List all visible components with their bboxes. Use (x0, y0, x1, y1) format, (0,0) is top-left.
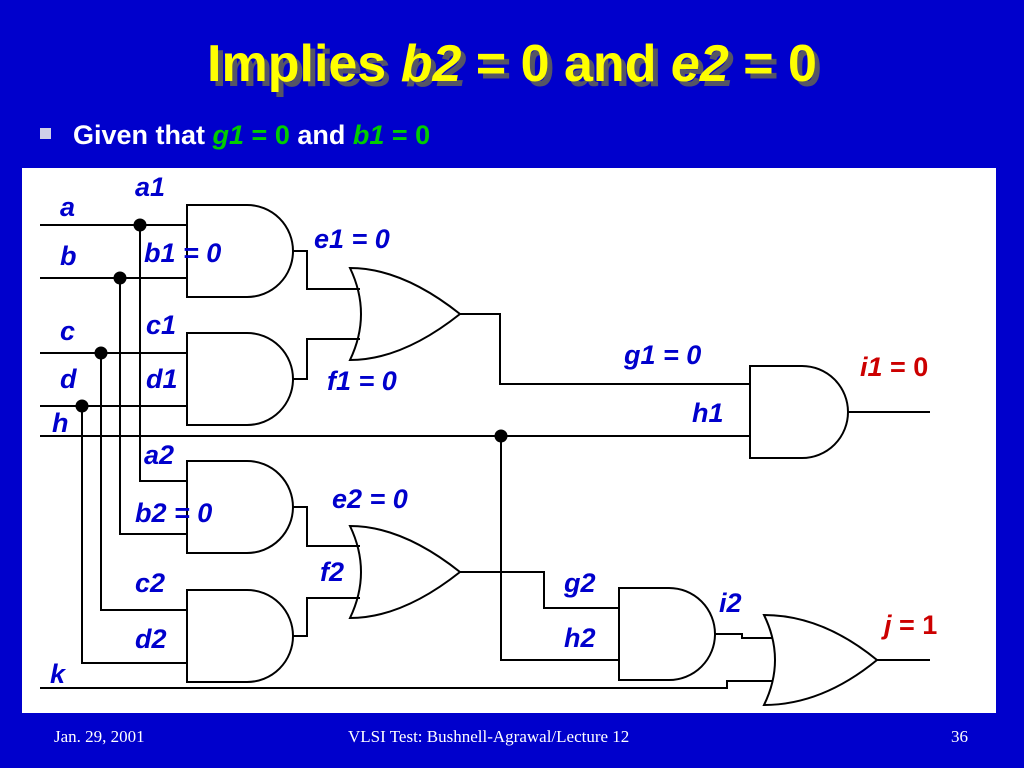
bullet-square-icon (40, 128, 51, 139)
and-gate-6 (618, 587, 716, 681)
g1-label: g1 = 0 (624, 340, 702, 370)
and-gate-g (749, 365, 849, 459)
input-d-label: d (60, 364, 77, 394)
or-gate-2 (348, 524, 462, 620)
g2-label: g2 (564, 568, 596, 598)
junction-dot (133, 218, 147, 232)
input-h-label: h (52, 408, 69, 438)
a2-label: a2 (144, 440, 175, 470)
circuit-schematic (40, 204, 930, 707)
i1-output-label: i1 = 0 (860, 352, 929, 382)
and-gate-1 (186, 204, 294, 298)
b1-label: b1 = 0 (144, 238, 222, 268)
d1-label: d1 (146, 364, 178, 394)
footer-date: Jan. 29, 2001 (54, 727, 145, 746)
junction-dot (94, 346, 108, 360)
f2-label: f2 (320, 557, 345, 587)
e2-label: e2 = 0 (332, 484, 408, 514)
or-gate-final (762, 613, 879, 707)
h2-label: h2 (564, 623, 596, 653)
slide-title: Implies b2 = 0 and e2 = 0 (207, 35, 817, 93)
and-gate-3 (186, 460, 294, 554)
e1-label: e1 = 0 (314, 224, 390, 254)
given-statement: Given that g1 = 0 and b1 = 0 (40, 120, 430, 151)
d2-label: d2 (135, 624, 167, 654)
and-gate-4 (186, 589, 294, 683)
footer-page-number: 36 (951, 727, 968, 746)
junction-dot (75, 399, 89, 413)
input-a-label: a (60, 192, 76, 222)
a1-label: a1 (135, 172, 166, 202)
input-k-label: k (50, 659, 66, 689)
input-b-label: b (60, 241, 77, 271)
junction-dot (494, 429, 508, 443)
and-gate-2 (186, 332, 294, 426)
input-c-label: c (60, 316, 76, 346)
f1-label: f1 = 0 (327, 366, 397, 396)
b2-label: b2 = 0 (135, 498, 213, 528)
j-output-label: j = 1 (884, 610, 938, 640)
footer-course: VLSI Test: Bushnell-Agrawal/Lecture 12 (348, 727, 630, 746)
i2-label: i2 (719, 588, 742, 618)
c2-label: c2 (135, 568, 166, 598)
h1-label: h1 (692, 398, 724, 428)
c1-label: c1 (146, 310, 177, 340)
junction-dot (113, 271, 127, 285)
or-gate-1 (348, 266, 462, 362)
circuit-diagram: a b c d h k a1 b1 = 0 c1 d1 a2 b2 = 0 c2… (22, 168, 996, 713)
